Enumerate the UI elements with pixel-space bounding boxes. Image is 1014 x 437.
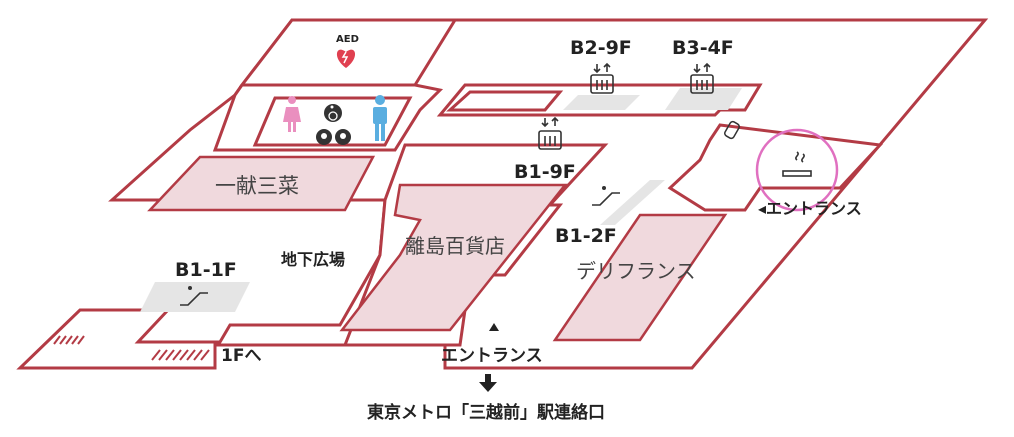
label-metro-link: 東京メトロ「三越前」駅連絡口 [367,402,605,423]
corridor-right [667,123,884,212]
shop-label-delifrance: デリフランス [576,259,696,283]
hatch-marks-1 [53,335,85,345]
female-restroom-icon [283,96,301,132]
up-triangle-icon [489,323,499,331]
aed-heart-icon [336,49,356,68]
male-restroom-icon [373,95,387,141]
smoking-area-highlight [755,128,839,212]
wheelchair-icon [324,104,342,122]
shop-label-ikkon-sansai: 一献三菜 [215,174,299,198]
aed-label: AED [336,34,359,45]
shop-ikkon-sansai [147,155,376,212]
shop-rito-hyakkaten [339,183,568,332]
escalator-icon-b1-1f [180,286,208,306]
shop-delifrance [552,213,728,342]
escalator-pad-b1-2f [600,180,665,225]
label-entrance-bottom: エントランス [441,346,543,366]
corridor-top-inner [446,90,564,112]
pillar [724,120,740,140]
escalator-label-b1-1f: B1-1F [175,259,237,281]
elevator-label-b1-9f: B1-9F [514,161,576,183]
elevator-pad-b2-9f [563,95,640,110]
escalator-icon-b1-2f [592,186,620,206]
elevator-label-b2-9f: B2-9F [570,37,632,59]
elevator-label-b3-4f: B3-4F [672,37,734,59]
baby-care-icon [316,129,351,145]
elevator-icon-b3-4f [690,62,714,94]
elevator-icon-b1-9f [538,116,562,150]
label-to-1f: 1Fへ [221,346,261,366]
restroom-block [252,96,413,147]
smoking-area-icon [782,151,812,177]
label-entrance-right: ◂エントランス [758,199,862,218]
down-arrow-icon [479,374,497,392]
hatch-marks-2 [151,349,210,361]
elevator-icon-b2-9f [590,62,614,94]
area-label-chika-hiroba: 地下広場 [281,250,345,269]
shop-label-rito-hyakkaten: 離島百貨店 [405,234,505,258]
escalator-label-b1-2f: B1-2F [555,225,617,247]
elevator-pad-b3-4f [665,88,742,110]
